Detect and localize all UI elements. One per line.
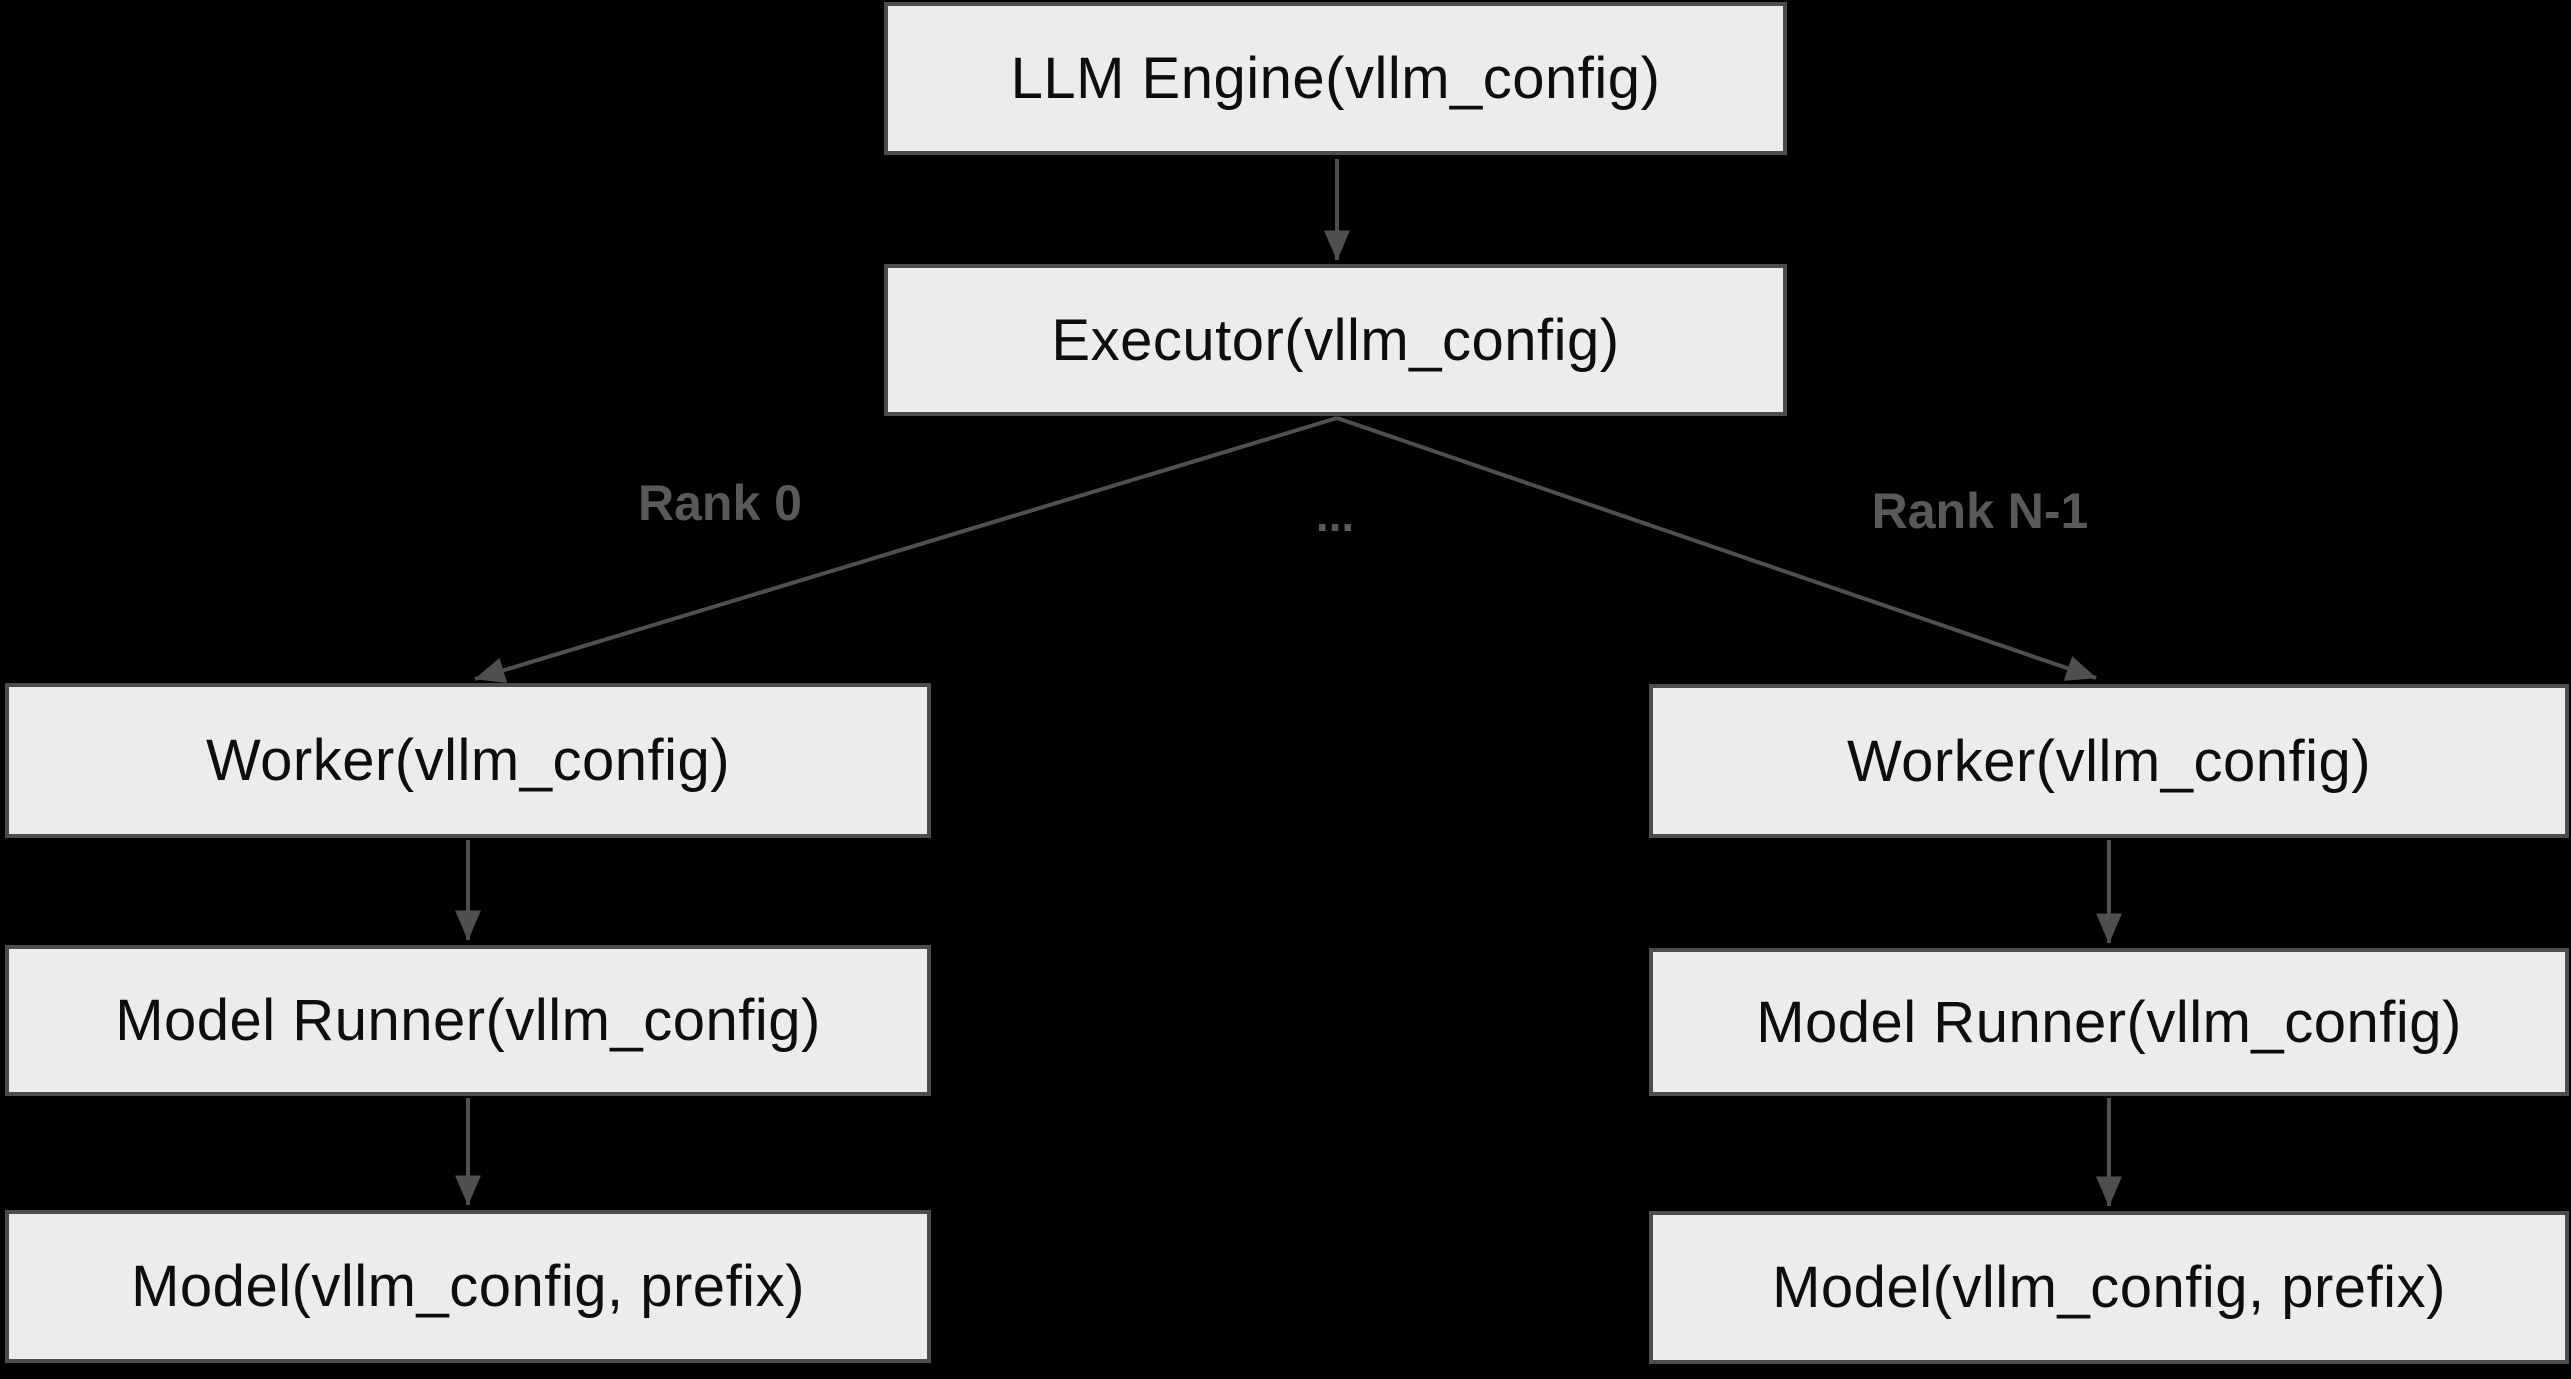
worker-right-label: Worker(vllm_config) xyxy=(1846,728,2372,794)
model-right-node: Model(vllm_config, prefix) xyxy=(1649,1211,2569,1364)
model-runner-left-node: Model Runner(vllm_config) xyxy=(5,945,931,1096)
worker-left-label: Worker(vllm_config) xyxy=(205,728,731,793)
executor-node: Executor(vllm_config) xyxy=(884,264,1787,416)
model-left-node: Model(vllm_config, prefix) xyxy=(5,1210,931,1363)
llm-engine-node: LLM Engine(vllm_config) xyxy=(884,2,1787,155)
edge-label-rank-n: Rank N-1 xyxy=(1871,483,2089,539)
model-runner-right-label: Model Runner(vllm_config) xyxy=(1756,989,2462,1055)
executor-label: Executor(vllm_config) xyxy=(1051,307,1620,373)
edge-label-rank-0: Rank 0 xyxy=(638,475,802,531)
edge-executor-to-worker-right xyxy=(1336,416,2097,681)
model-runner-left-label: Model Runner(vllm_config) xyxy=(115,988,821,1053)
llm-engine-label: LLM Engine(vllm_config) xyxy=(1010,46,1661,111)
edge-executor-to-worker-left xyxy=(474,416,1338,683)
worker-left-node: Worker(vllm_config) xyxy=(5,683,931,838)
model-right-label: Model(vllm_config, prefix) xyxy=(1772,1255,2446,1320)
model-runner-right-node: Model Runner(vllm_config) xyxy=(1649,948,2569,1096)
model-left-label: Model(vllm_config, prefix) xyxy=(131,1254,805,1319)
worker-right-node: Worker(vllm_config) xyxy=(1649,684,2569,838)
edge-label-ellipsis: ... xyxy=(1315,489,1355,541)
